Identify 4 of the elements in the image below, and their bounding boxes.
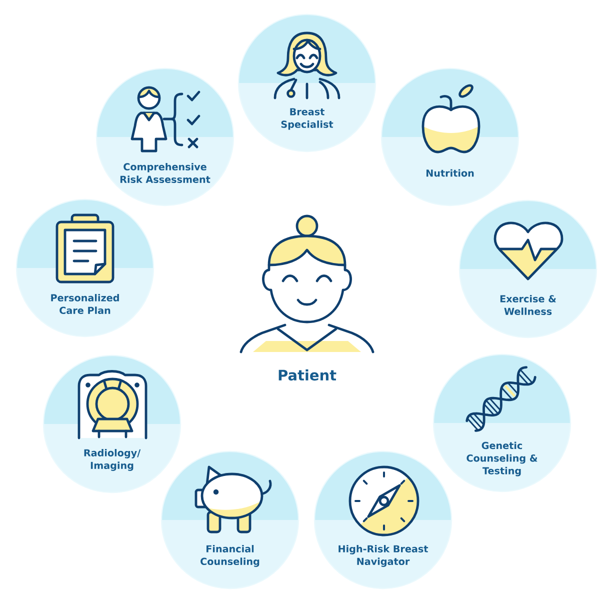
- circle-node: Breast Specialist: [238, 14, 376, 152]
- circle-node: Comprehensive Risk Assessment: [96, 68, 234, 206]
- hub-label: Patient: [278, 369, 336, 381]
- circle-node: Genetic Counseling & Testing: [432, 354, 572, 492]
